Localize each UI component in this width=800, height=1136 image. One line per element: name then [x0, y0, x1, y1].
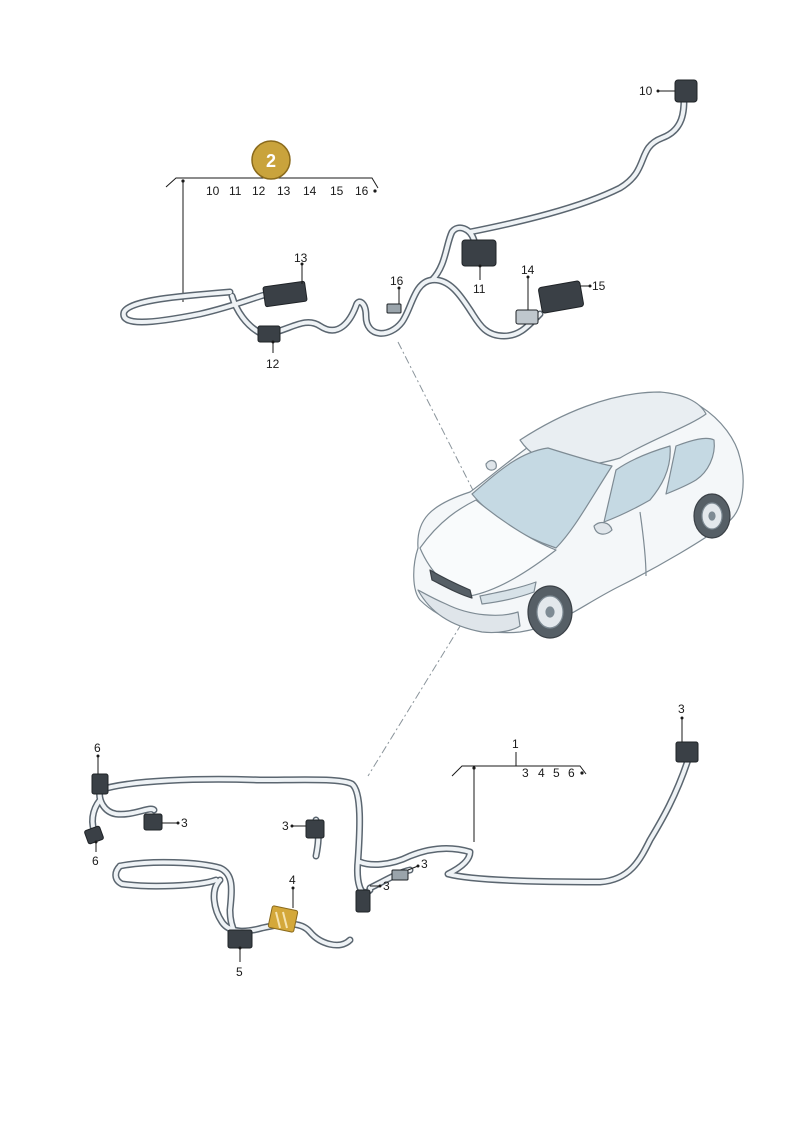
part-4-highlighted[interactable] — [267, 905, 299, 933]
upper-connectors — [257, 79, 698, 343]
callout-3-right[interactable]: 3 — [678, 702, 685, 716]
callout-3-left[interactable]: 3 — [181, 816, 188, 830]
callout-10[interactable]: 10 — [639, 84, 653, 98]
callout-3-mid[interactable]: 3 — [383, 879, 390, 893]
upper-callout-labels: 13 12 16 11 14 15 10 — [266, 84, 653, 371]
callout-13[interactable]: 13 — [294, 251, 308, 265]
door-line — [639, 511, 647, 577]
connector-16[interactable] — [386, 303, 402, 314]
list-item-10[interactable]: 10 — [206, 184, 220, 198]
lower-connectors — [84, 741, 699, 949]
list-item-5[interactable]: 5 — [553, 766, 560, 780]
rear-wheel — [693, 493, 731, 539]
connector-3-upper[interactable] — [391, 869, 409, 881]
callout-14[interactable]: 14 — [521, 263, 535, 277]
connector-3-left[interactable] — [143, 813, 163, 831]
connector-11[interactable] — [461, 239, 497, 267]
connector-3-mid[interactable] — [355, 889, 371, 913]
list-item-6[interactable]: 6 — [568, 766, 575, 780]
upper-harness-cable — [120, 94, 688, 340]
connector-3-right[interactable] — [675, 741, 699, 763]
group-badge-2[interactable]: 2 — [251, 140, 291, 180]
list-item-13[interactable]: 13 — [277, 184, 291, 198]
side-window-front — [603, 445, 671, 523]
connector-13[interactable] — [262, 280, 308, 308]
lower-callouts — [94, 716, 684, 962]
side-mirror — [593, 521, 613, 535]
lower-harness-cable — [89, 756, 692, 949]
connector-15[interactable] — [538, 280, 584, 314]
list-item-11[interactable]: 11 — [229, 184, 242, 198]
callout-4[interactable]: 4 — [289, 873, 296, 887]
connector-12[interactable] — [257, 325, 281, 343]
front-bumper — [417, 589, 521, 634]
headlight — [479, 581, 537, 605]
callout-5[interactable]: 5 — [236, 965, 243, 979]
bottom-part-list: 3 4 5 6 — [522, 766, 584, 780]
front-wheel — [527, 585, 573, 639]
callout-11[interactable]: 11 — [473, 282, 486, 296]
car-illustration — [413, 391, 744, 639]
list-item-15[interactable]: 15 — [330, 184, 344, 198]
connector-10[interactable] — [674, 79, 698, 103]
list-item-12[interactable]: 12 — [252, 184, 266, 198]
connector-3-center[interactable] — [305, 819, 325, 839]
callout-12[interactable]: 12 — [266, 357, 280, 371]
top-part-list: 10 11 12 13 14 15 16 — [206, 184, 377, 198]
callout-3-center[interactable]: 3 — [282, 819, 289, 833]
group-label-1[interactable]: 1 — [512, 737, 519, 751]
callout-3-upper[interactable]: 3 — [421, 857, 428, 871]
lower-harness-group: 1 3 4 5 6 — [84, 702, 699, 979]
list-item-4[interactable]: 4 — [538, 766, 545, 780]
lower-callout-labels: 6 6 3 3 3 3 3 4 5 — [92, 702, 685, 979]
badge-label: 2 — [266, 151, 276, 171]
bottom-list-bracket — [451, 765, 587, 777]
connector-5[interactable] — [227, 929, 253, 949]
list-item-14[interactable]: 14 — [303, 184, 317, 198]
callout-6-bottom[interactable]: 6 — [92, 854, 99, 868]
list-item-3[interactable]: 3 — [522, 766, 529, 780]
connector-6-bottom[interactable] — [84, 825, 104, 845]
callout-16[interactable]: 16 — [390, 274, 404, 288]
connector-6-top[interactable] — [91, 773, 109, 795]
guide-lines — [367, 341, 488, 777]
callout-6-top[interactable]: 6 — [94, 741, 101, 755]
upper-harness-group: 2 10 11 12 13 14 15 16 — [120, 79, 698, 371]
connector-14[interactable] — [515, 309, 539, 325]
upper-callouts — [271, 89, 675, 353]
list-item-16[interactable]: 16 — [355, 184, 369, 198]
grille — [429, 569, 473, 599]
mirror-left — [485, 459, 497, 471]
callout-15[interactable]: 15 — [592, 279, 606, 293]
side-window-rear — [665, 437, 715, 495]
